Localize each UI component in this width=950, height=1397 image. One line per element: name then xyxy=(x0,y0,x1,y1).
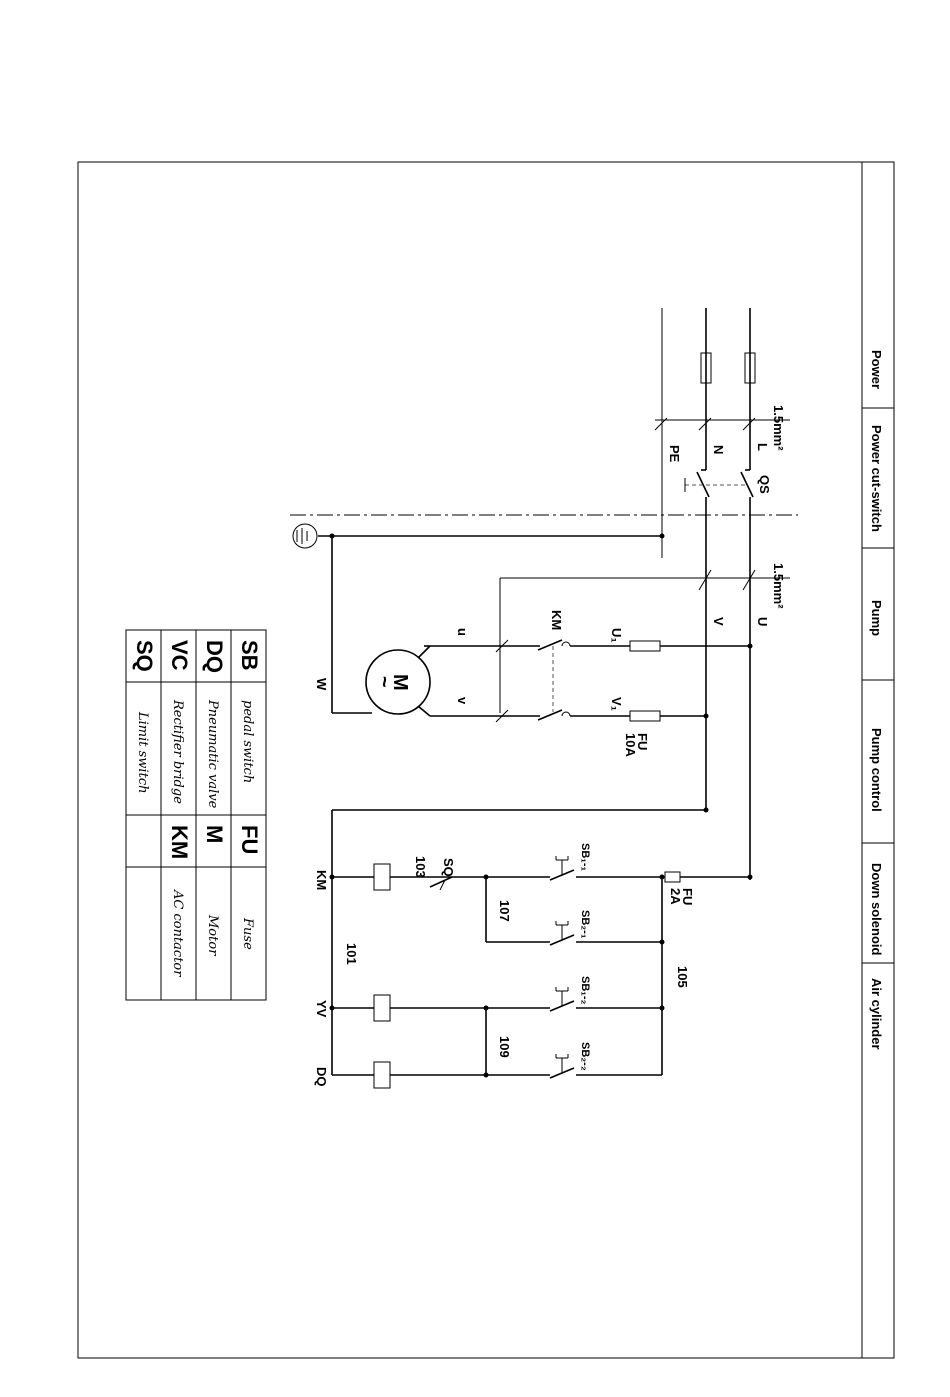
legend-code-km: KM xyxy=(167,825,192,859)
fuse-v xyxy=(630,711,660,721)
legend-code-sq: SQ xyxy=(132,640,157,672)
section-pump: Pump xyxy=(869,600,884,636)
pump-circuit xyxy=(430,570,790,880)
label-N: N xyxy=(711,445,726,454)
coil-yv xyxy=(374,995,390,1021)
label-fu-10a-2: 10A xyxy=(623,733,638,757)
drawing-frame xyxy=(78,162,894,1358)
legend-desc-dq: Pneumatic valve xyxy=(205,699,220,809)
label-coil-km: KM xyxy=(314,870,329,890)
coil-dq xyxy=(374,1062,390,1088)
legend-code-fu: FU xyxy=(237,825,262,854)
label-sb1-2: SB₁-₂ xyxy=(579,976,591,1004)
label-sb2-2: SB₂-₂ xyxy=(579,1042,591,1071)
label-103: 103 xyxy=(413,856,428,878)
section-labels: Power Power cut-switch Pump Pump control… xyxy=(869,350,884,1050)
label-QS: QS xyxy=(757,475,772,494)
section-down-solenoid: Down solenoid xyxy=(869,863,884,956)
label-107: 107 xyxy=(497,900,512,922)
label-wire-size-1: 1.5mm² xyxy=(771,405,786,451)
fuse-2a xyxy=(665,872,680,882)
legend-desc-vc: Rectifier bridge xyxy=(170,699,185,804)
circuit-labels: 1.5mm² 1.5mm² L N PE QS U V KM U₁ V₁ u v… xyxy=(314,405,786,1087)
label-motor-tilde: ~ xyxy=(373,676,395,688)
legend-desc-fu: Fuse xyxy=(240,917,255,950)
label-PE: PE xyxy=(667,445,682,463)
label-coil-dq: DQ xyxy=(314,1067,329,1087)
section-power-cut-switch: Power cut-switch xyxy=(869,425,884,532)
label-sb2-1: SB₂-₁ xyxy=(579,910,591,939)
label-coil-yv: YV xyxy=(314,1000,329,1018)
section-power: Power xyxy=(869,350,884,389)
control-circuit xyxy=(330,810,753,1088)
legend-code-dq: DQ xyxy=(202,640,227,673)
legend-table: SB pedal switch DQ Pneumatic valve VC Re… xyxy=(126,630,266,1000)
label-105: 105 xyxy=(675,966,690,988)
section-air-cylinder: Air cylinder xyxy=(869,978,884,1050)
label-101: 101 xyxy=(344,943,359,965)
label-U: U xyxy=(755,617,770,626)
label-V: V xyxy=(711,617,726,626)
label-W: W xyxy=(314,678,329,691)
legend-code-vc: VC xyxy=(167,640,192,671)
legend-desc-km: AC contactor xyxy=(170,889,185,977)
fuse-u xyxy=(630,641,660,651)
label-L: L xyxy=(755,443,770,451)
label-v: v xyxy=(455,697,470,705)
legend-desc-m: Motor xyxy=(205,914,220,956)
label-109: 109 xyxy=(497,1036,512,1058)
label-wire-size-2: 1.5mm² xyxy=(771,563,786,609)
label-fu-2a-2: 2A xyxy=(668,888,683,905)
section-pump-control: Pump control xyxy=(869,728,884,812)
label-sq: SQ xyxy=(441,858,456,877)
power-lines xyxy=(655,308,790,558)
label-V1: V₁ xyxy=(609,697,624,711)
legend-code-m: M xyxy=(202,825,227,843)
legend-desc-sq: Limit switch xyxy=(135,711,150,793)
label-U1: U₁ xyxy=(609,628,624,643)
label-u: u xyxy=(455,628,470,636)
qs-switch xyxy=(685,470,753,810)
legend-code-sb: SB xyxy=(237,640,262,671)
legend-desc-sb: pedal switch xyxy=(240,700,255,783)
coil-km xyxy=(374,864,390,890)
label-km-contact: KM xyxy=(549,610,564,630)
label-sb1-1: SB₁-₁ xyxy=(579,843,591,871)
